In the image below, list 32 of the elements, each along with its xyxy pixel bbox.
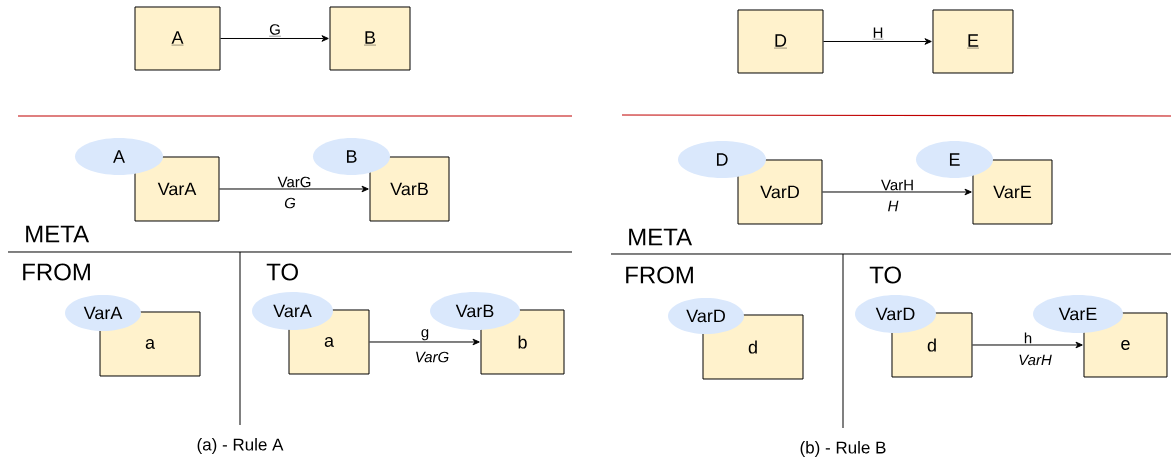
caption: (a) - Rule A <box>197 438 284 454</box>
process-box: A <box>134 6 221 71</box>
process-box: E <box>932 9 1014 74</box>
edge-label: H <box>872 27 884 40</box>
edge-sublabel: VarH <box>1019 354 1052 366</box>
arrow <box>220 35 329 42</box>
edge-label: G <box>269 24 282 37</box>
process-box: VarD <box>737 159 823 225</box>
process-box: D <box>737 9 824 74</box>
section-heading: TO <box>266 263 298 281</box>
arrow <box>822 188 972 196</box>
edge-label: h <box>1024 332 1032 344</box>
edge-label: VarG <box>277 176 311 188</box>
arrow <box>219 185 369 193</box>
edge-label: VarH <box>881 179 913 191</box>
arrow <box>972 341 1083 349</box>
section-heading: FROM <box>626 266 693 284</box>
edge-sublabel: G <box>284 197 296 209</box>
section-heading: TO <box>869 266 901 284</box>
edge-label: g <box>421 329 429 341</box>
section-heading: FROM <box>23 263 90 281</box>
edge-sublabel: H <box>888 200 899 212</box>
edge-sublabel: VarG <box>416 351 449 363</box>
caption: (b) - Rule B <box>800 441 886 457</box>
section-heading: META <box>26 225 90 243</box>
process-box: B <box>329 6 411 71</box>
arrow <box>369 338 480 346</box>
process-box: VarB <box>369 156 450 222</box>
process-box: VarA <box>134 156 220 222</box>
section-heading: META <box>629 228 693 246</box>
process-box: VarE <box>972 159 1053 225</box>
arrow <box>823 38 932 45</box>
